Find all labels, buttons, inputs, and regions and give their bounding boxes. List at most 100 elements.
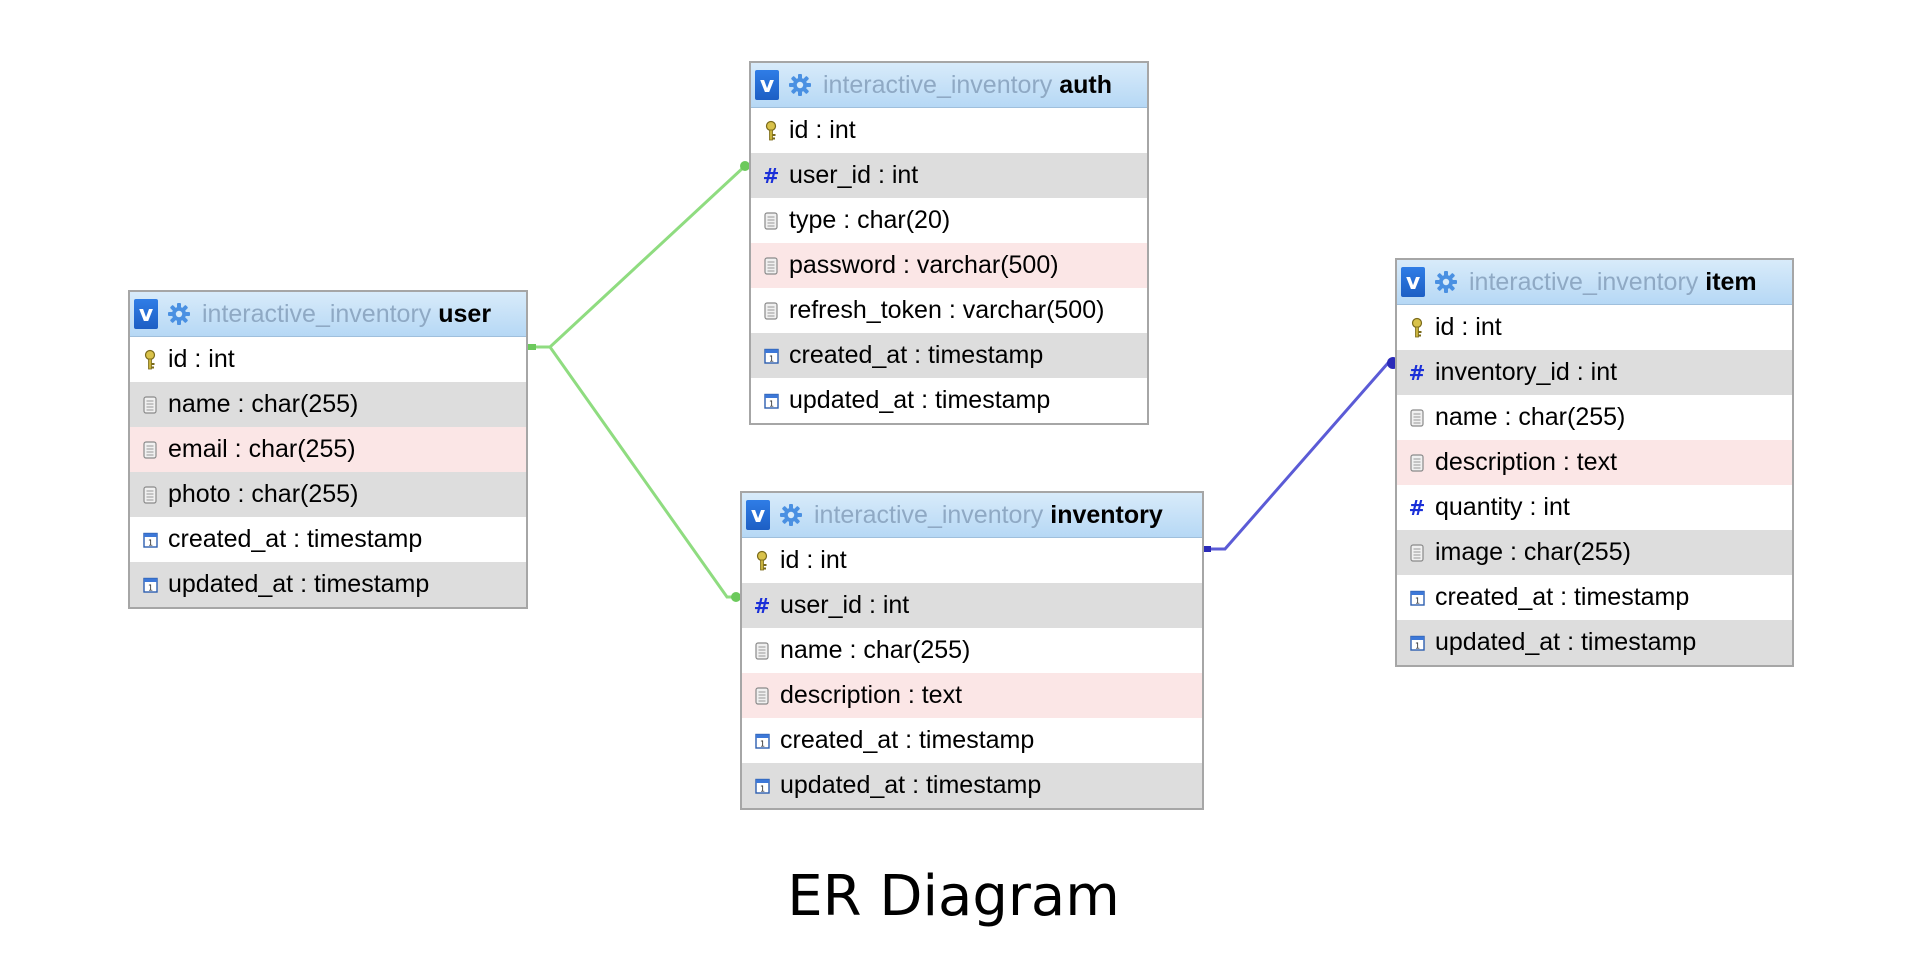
key-icon [140, 349, 160, 371]
table-header[interactable]: v interactive_inventory user [130, 292, 526, 337]
table-name: user [438, 299, 492, 328]
column-label: image : char(255) [1435, 538, 1631, 566]
relation-end-dot [740, 161, 750, 171]
timestamp-icon: 1 [761, 393, 781, 409]
table-row[interactable]: #quantity : int [1397, 485, 1792, 530]
table-row[interactable]: name : char(255) [1397, 395, 1792, 440]
collapse-v-icon[interactable]: v [134, 299, 158, 329]
table-schema: interactive_inventory [814, 500, 1044, 529]
table-row[interactable]: id : int [1397, 305, 1792, 350]
collapse-v-icon[interactable]: v [755, 70, 779, 100]
table-row[interactable]: id : int [742, 538, 1202, 583]
key-icon [1407, 317, 1427, 339]
table-schema: interactive_inventory [1469, 267, 1699, 296]
timestamp-icon: 1 [140, 577, 160, 593]
relation-end-dot [731, 592, 741, 602]
table-row[interactable]: 1 updated_at : timestamp [742, 763, 1202, 808]
column-label: email : char(255) [168, 435, 356, 463]
table-header[interactable]: v interactive_inventory inventory [742, 493, 1202, 538]
table-row[interactable]: 1 created_at : timestamp [742, 718, 1202, 763]
table-row[interactable]: 1 created_at : timestamp [751, 333, 1147, 378]
table-user[interactable]: v interactive_inventory user id : int nam… [128, 290, 528, 609]
timestamp-icon: 1 [1407, 635, 1427, 651]
column-label: name : char(255) [168, 390, 359, 418]
column-icon [1407, 408, 1427, 427]
timestamp-icon: 1 [752, 778, 772, 794]
timestamp-icon: 1 [752, 733, 772, 749]
table-header[interactable]: v interactive_inventory item [1397, 260, 1792, 305]
column-icon [761, 301, 781, 320]
table-row[interactable]: password : varchar(500) [751, 243, 1147, 288]
svg-text:1: 1 [768, 354, 773, 363]
table-row[interactable]: 1 updated_at : timestamp [1397, 620, 1792, 665]
table-row[interactable]: image : char(255) [1397, 530, 1792, 575]
table-row[interactable]: name : char(255) [742, 628, 1202, 673]
column-label: name : char(255) [780, 636, 971, 664]
gear-icon[interactable] [778, 502, 804, 528]
table-inventory[interactable]: v interactive_inventory inventory id : i… [740, 491, 1204, 810]
column-label: created_at : timestamp [780, 726, 1035, 754]
table-auth[interactable]: v interactive_inventory auth id : int # us… [749, 61, 1149, 425]
table-row[interactable]: refresh_token : varchar(500) [751, 288, 1147, 333]
column-label: user_id : int [789, 161, 919, 189]
column-label: updated_at : timestamp [1435, 628, 1697, 656]
relation-inventory-item [1203, 357, 1399, 552]
table-schema: interactive_inventory [202, 299, 432, 328]
table-row[interactable]: description : text [1397, 440, 1792, 485]
svg-text:1: 1 [768, 399, 773, 408]
table-row[interactable]: id : int [130, 337, 526, 382]
relation-start-marker [528, 344, 536, 350]
column-label: refresh_token : varchar(500) [789, 296, 1105, 324]
table-row[interactable]: photo : char(255) [130, 472, 526, 517]
column-icon [1407, 543, 1427, 562]
table-name: item [1705, 267, 1757, 296]
svg-text:1: 1 [1414, 596, 1419, 605]
column-label: user_id : int [780, 591, 910, 619]
table-row[interactable]: # user_id : int [751, 153, 1147, 198]
gear-icon[interactable] [787, 72, 813, 98]
column-icon [140, 485, 160, 504]
table-row[interactable]: #user_id : int [742, 583, 1202, 628]
table-row[interactable]: 1 updated_at : timestamp [751, 378, 1147, 423]
timestamp-icon: 1 [1407, 590, 1427, 606]
svg-text:1: 1 [147, 538, 152, 547]
table-schema: interactive_inventory [823, 70, 1053, 99]
column-label: inventory_id : int [1435, 358, 1618, 386]
collapse-v-icon[interactable]: v [746, 500, 770, 530]
relation-user-inventory [548, 346, 748, 602]
column-label: updated_at : timestamp [789, 386, 1051, 414]
column-label: created_at : timestamp [1435, 583, 1690, 611]
table-header[interactable]: v interactive_inventory auth [751, 63, 1147, 108]
column-label: id : int [789, 116, 856, 144]
column-label: description : text [780, 681, 963, 709]
table-row[interactable]: 1 created_at : timestamp [1397, 575, 1792, 620]
column-label: created_at : timestamp [789, 341, 1044, 369]
key-icon [752, 550, 772, 572]
foreign-key-icon: # [762, 163, 780, 188]
column-label: description : text [1435, 448, 1618, 476]
key-icon [761, 120, 781, 142]
gear-icon[interactable] [166, 301, 192, 327]
table-name: auth [1059, 70, 1113, 99]
table-row[interactable]: description : text [742, 673, 1202, 718]
table-item[interactable]: v interactive_inventory item id : int#in… [1395, 258, 1794, 667]
column-icon [761, 256, 781, 275]
table-row[interactable]: email : char(255) [130, 427, 526, 472]
relation-user-auth [528, 161, 756, 350]
table-row[interactable]: id : int [751, 108, 1147, 153]
svg-text:1: 1 [1414, 641, 1419, 650]
table-row[interactable]: name : char(255) [130, 382, 526, 427]
timestamp-icon: 1 [761, 348, 781, 364]
column-label: password : varchar(500) [789, 251, 1059, 279]
svg-text:1: 1 [759, 784, 764, 793]
timestamp-icon: 1 [140, 532, 160, 548]
collapse-v-icon[interactable]: v [1401, 267, 1425, 297]
column-label: updated_at : timestamp [780, 771, 1042, 799]
table-row[interactable]: type : char(20) [751, 198, 1147, 243]
diagram-title: ER Diagram [787, 864, 1120, 929]
column-icon [752, 686, 772, 705]
gear-icon[interactable] [1433, 269, 1459, 295]
table-row[interactable]: #inventory_id : int [1397, 350, 1792, 395]
